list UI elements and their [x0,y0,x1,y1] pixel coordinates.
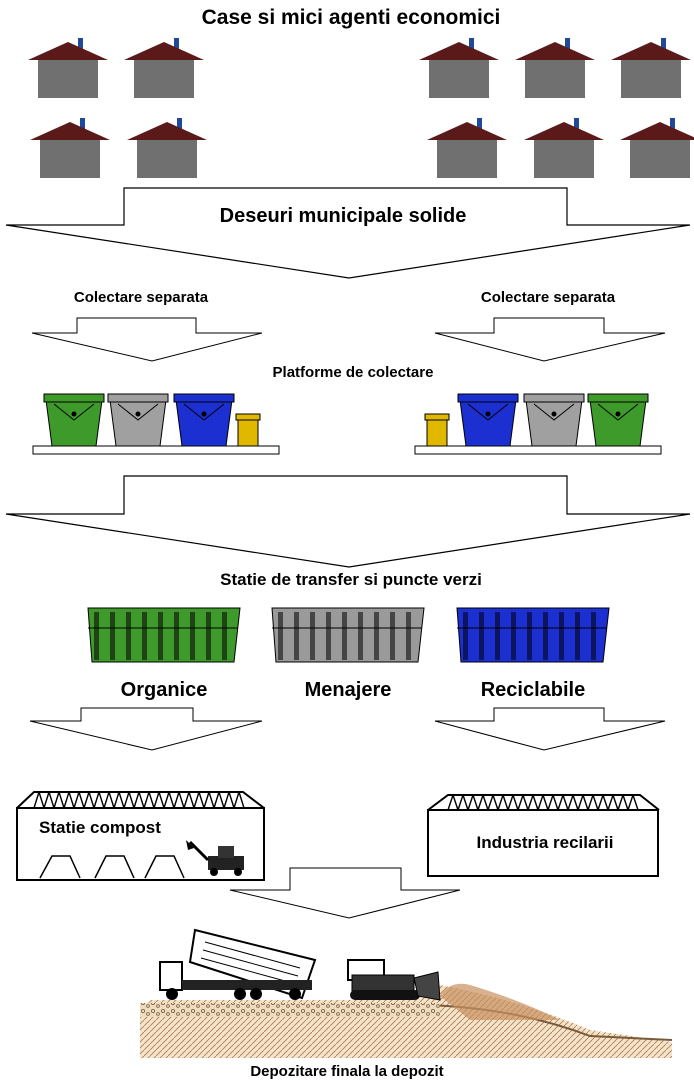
house-icon [419,38,499,98]
separate-collection-right-label: Colectare separata [481,289,616,306]
recyclables-arrow [434,707,666,751]
bulldozer-icon [347,959,441,1001]
waste-bin-icon [173,393,235,447]
landfill-scene [140,928,673,1058]
container-reciclabile [456,607,610,663]
houses-group [28,38,694,178]
collection-arrow-right [434,317,666,362]
house-icon [515,38,595,98]
container-label-reciclabile: Reciclabile [481,679,586,701]
waste-bin-icon [107,393,169,447]
container-label-organice: Organice [121,679,208,701]
final-disposal-label: Depozitare finala la depozit [250,1063,443,1080]
waste-bin-icon [523,393,585,447]
waste-bin-icon [457,393,519,447]
house-icon [28,38,108,98]
landfill-arrow [229,867,461,919]
compost-station-building [16,791,265,881]
compost-station-label: Statie compost [39,818,161,837]
transfer-arrow [5,475,691,568]
container-label-menajere: Menajere [305,679,392,701]
house-icon [124,38,204,98]
small-bin-icon [235,413,261,447]
house-icon [611,38,691,98]
bins-group [43,393,649,447]
house-icon [30,118,110,178]
diagram-title: Case si mici agenti economici [202,6,501,29]
small-bin-icon [424,413,450,447]
recycling-industry-label: Industria recilarii [477,833,614,852]
waste-bin-icon [587,393,649,447]
waste-bin-icon [43,393,105,447]
recycling-industry-building [427,794,660,877]
containers-group: Organice Menajere Reciclabile [87,607,610,701]
container-organice [87,607,241,663]
dump-truck-icon [159,928,317,1000]
collection-platforms-label: Platforme de colectare [273,364,434,381]
container-menajere [271,607,425,663]
excavator-icon [186,840,244,876]
platform-right [414,445,662,455]
separate-collection-left-label: Colectare separata [74,289,209,306]
house-icon [127,118,207,178]
municipal-waste-label: Deseuri municipale solide [220,205,467,227]
house-icon [427,118,507,178]
organic-arrow [29,707,263,751]
house-icon [524,118,604,178]
platform-left [32,445,280,455]
municipal-waste-arrow [5,187,691,279]
house-icon [620,118,694,178]
collection-arrow-left [31,317,263,362]
transfer-station-label: Statie de transfer si puncte verzi [220,570,482,589]
